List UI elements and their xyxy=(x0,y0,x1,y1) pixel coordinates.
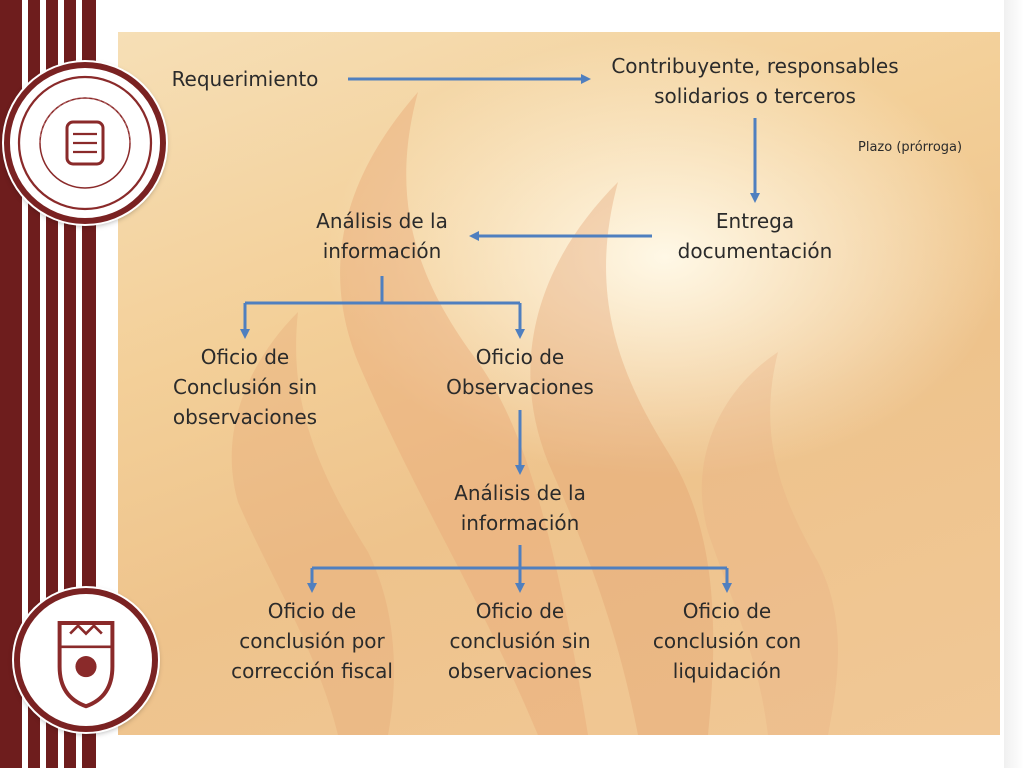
university-seal-icon xyxy=(4,62,166,224)
node-oficio-sin-obs-final: Oficio de conclusión sin observaciones xyxy=(447,599,593,683)
node-entrega: Entrega documentación xyxy=(677,209,833,263)
node-analisis-2: Análisis de la información xyxy=(454,481,586,535)
node-oficio-conclusion-sin-obs: Oficio de Conclusión sin observaciones xyxy=(172,345,318,429)
right-edge xyxy=(1004,0,1024,768)
node-contribuyente: Contribuyente, responsables solidarios o… xyxy=(611,54,899,108)
node-requerimiento: Requerimiento xyxy=(171,67,319,91)
node-oficio-observaciones: Oficio de Observaciones xyxy=(446,345,594,399)
node-oficio-correccion-fiscal: Oficio de conclusión por corrección fisc… xyxy=(231,599,393,683)
node-analisis-1: Análisis de la información xyxy=(316,209,448,263)
icea-seal-icon xyxy=(14,588,158,732)
flame-decoration xyxy=(231,92,838,735)
node-oficio-liquidacion: Oficio de conclusión con liquidación xyxy=(652,599,802,683)
slide-panel xyxy=(118,32,1000,735)
note-plazo: Plazo (prórroga) xyxy=(858,140,963,155)
